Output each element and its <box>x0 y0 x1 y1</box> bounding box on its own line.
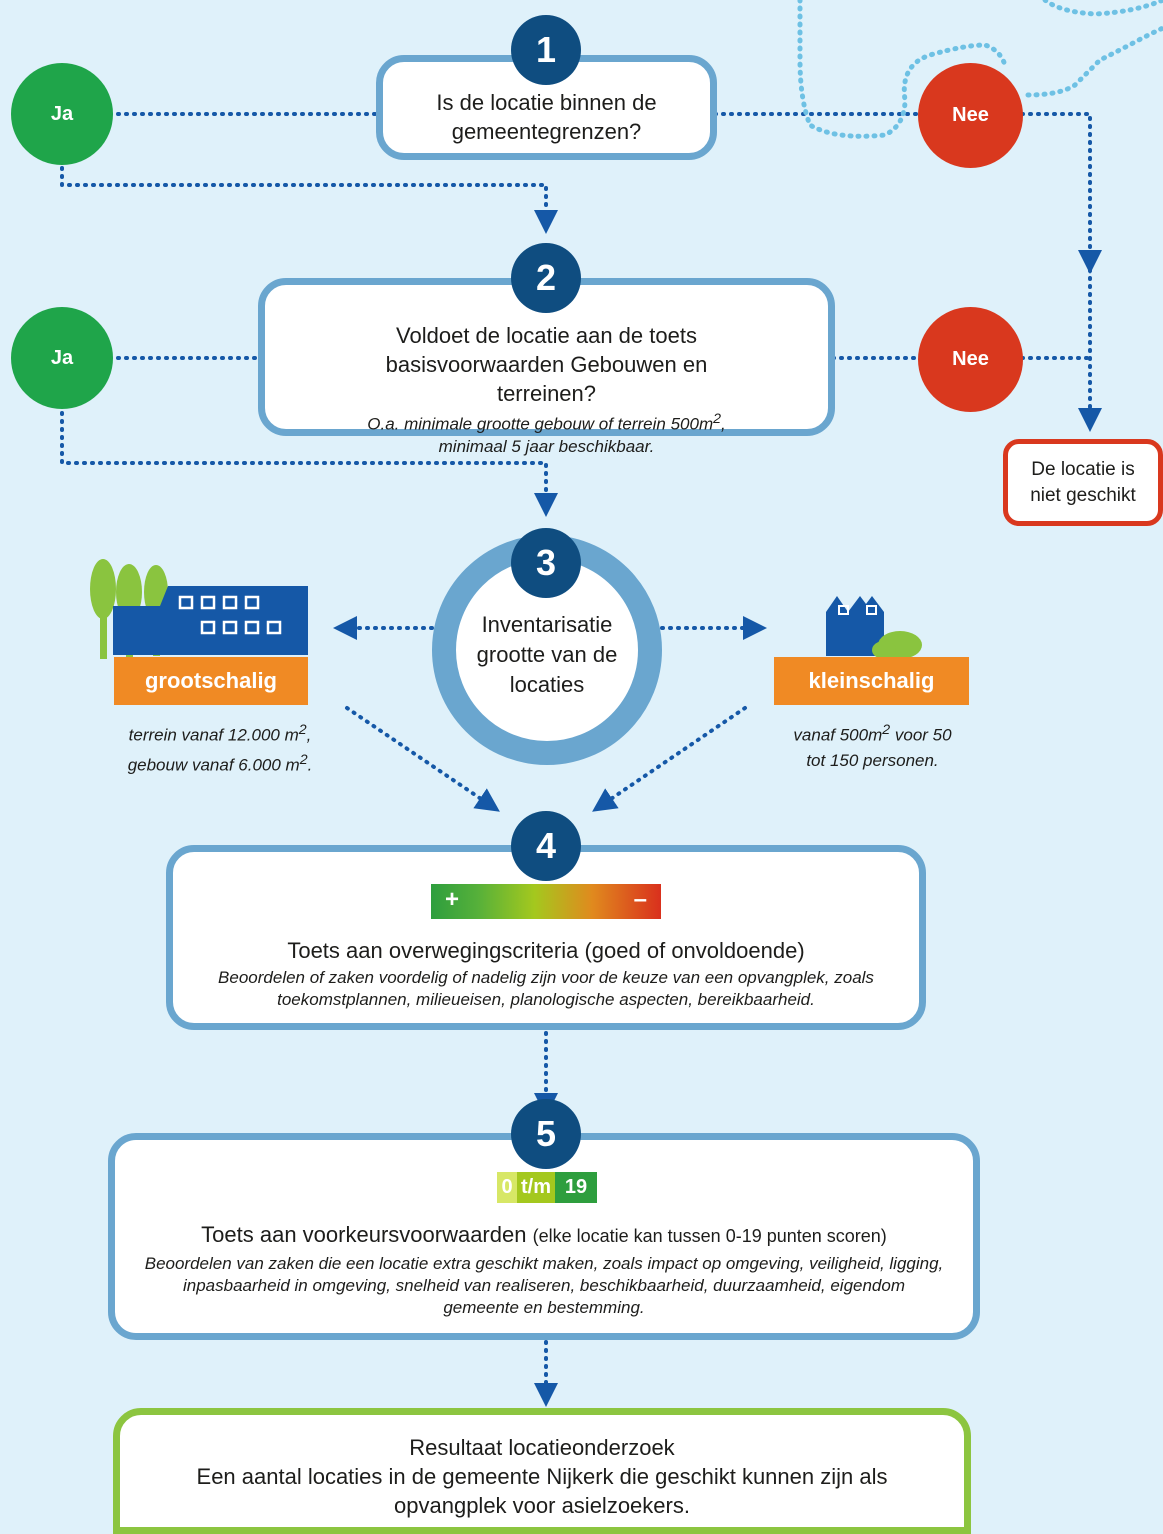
score-max: 19 <box>555 1172 597 1203</box>
step1-number-badge: 1 <box>511 15 581 85</box>
step2-question: Voldoet de locatie aan de toets basisvoo… <box>385 323 708 406</box>
connector-ja2-step3 <box>60 403 558 517</box>
connector-small-step4 <box>592 706 747 812</box>
step5-title-line: Toets aan voorkeursvoorwaarden (elke loc… <box>115 1220 973 1251</box>
step5-title: Toets aan voorkeursvoorwaarden <box>201 1222 527 1247</box>
small-scale-tag: kleinschalig <box>774 657 969 705</box>
plus-sign: + <box>445 886 460 913</box>
step5-number-badge: 5 <box>511 1099 581 1169</box>
large-scale-pictogram <box>90 559 308 659</box>
step1-question: Is de locatie binnen de gemeentegrenzen? <box>436 89 657 144</box>
result-box: Resultaat locatieonderzoek Een aantal lo… <box>113 1408 971 1534</box>
step3-text: Inventarisatie grootte van de locaties <box>476 612 618 697</box>
not-suitable-text: De locatie is niet geschikt <box>1030 458 1136 506</box>
minus-sign: – <box>633 886 647 913</box>
step5-description: Beoordelen van zaken die een locatie ext… <box>144 1254 944 1317</box>
large-scale-caption: terrein vanaf 12.000 m2, gebouw vanaf 6.… <box>127 722 313 775</box>
step4-description: Beoordelen of zaken voordelig of nadelig… <box>218 968 874 1009</box>
nee-answer-1: Nee <box>918 63 1023 168</box>
result-title: Resultaat locatieonderzoek <box>409 1435 675 1460</box>
score-range-bar: 0 t/m 19 <box>497 1172 597 1203</box>
step2-note: O.a. minimale grootte gebouw of terrein … <box>367 411 726 456</box>
ja-answer-1: Ja <box>11 63 113 165</box>
step3-number-badge: 3 <box>511 528 581 598</box>
connector-nee1-right <box>1020 112 1102 274</box>
step1-box: Is de locatie binnen de gemeentegrenzen? <box>376 55 717 160</box>
plus-minus-gradient-bar: + – <box>431 884 661 919</box>
ja-answer-2: Ja <box>11 307 113 409</box>
nee-answer-2: Nee <box>918 307 1023 412</box>
large-scale-tag: grootschalig <box>114 657 308 705</box>
connector-large-step4 <box>345 706 500 812</box>
map-border-decoration <box>797 0 1163 139</box>
step5-title-note: (elke locatie kan tussen 0-19 punten sco… <box>532 1226 887 1246</box>
small-scale-caption: vanaf 500m2 voor 50 tot 150 personen. <box>793 722 952 770</box>
small-scale-pictogram <box>826 596 922 659</box>
result-text: Een aantal locaties in de gemeente Nijke… <box>196 1464 888 1518</box>
step2-number-badge: 2 <box>511 243 581 313</box>
connector-ja1-step2 <box>60 158 558 234</box>
not-suitable-box: De locatie is niet geschikt <box>1003 439 1163 526</box>
step4-number-badge: 4 <box>511 811 581 881</box>
score-zero: 0 <box>497 1172 517 1203</box>
step4-title: Toets aan overwegingscriteria (goed of o… <box>287 938 805 963</box>
score-tm: t/m <box>517 1172 555 1203</box>
